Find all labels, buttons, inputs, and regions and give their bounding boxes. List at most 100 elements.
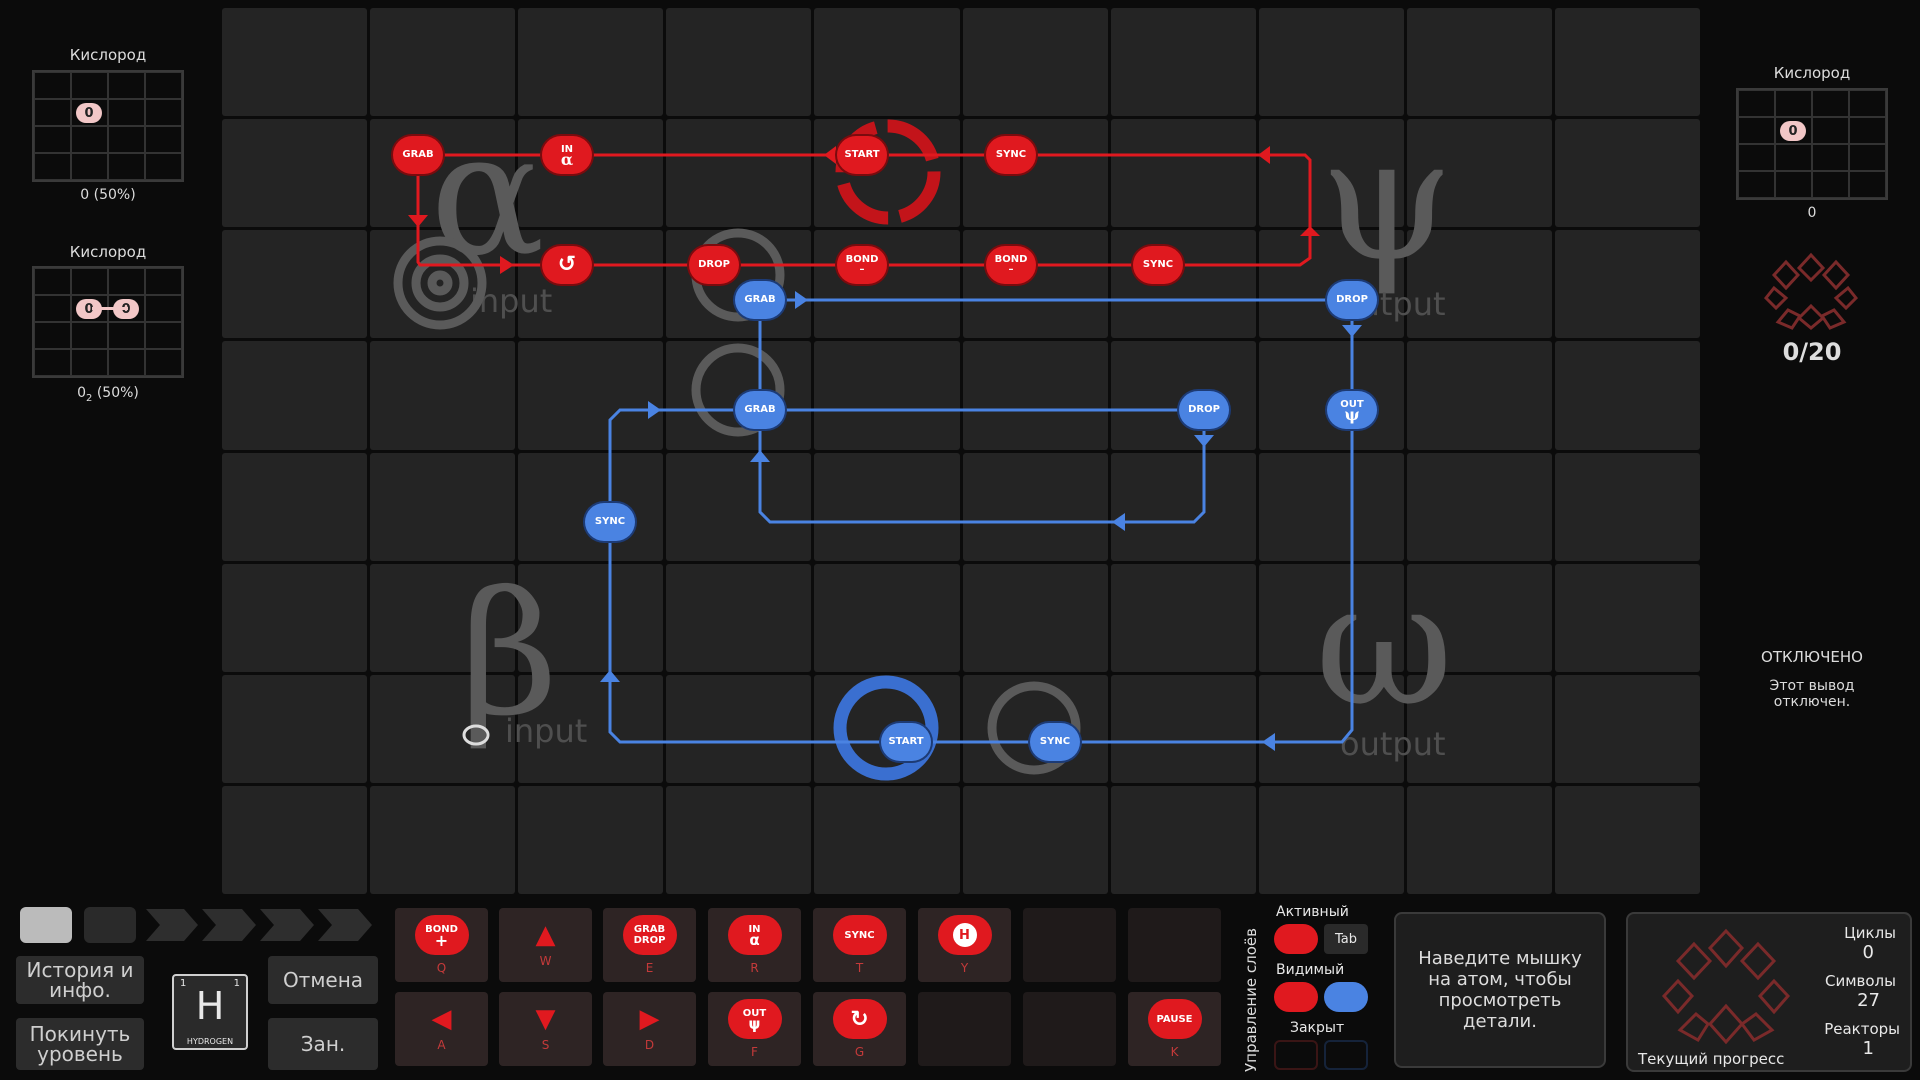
double-bond: [92, 307, 128, 310]
hint-box: Наведите мышку на атом, чтобы просмотрет…: [1394, 912, 1606, 1068]
zone-beta-word: input: [505, 712, 588, 750]
stop-button[interactable]: [20, 907, 72, 943]
input-1-title: Кислород: [69, 46, 147, 64]
layer-visible-label: Видимый: [1276, 962, 1345, 978]
tool-slot-empty-3: [918, 992, 1011, 1066]
layer-active-red[interactable]: [1274, 924, 1318, 954]
layers-title: Управление слоёв: [1242, 928, 1260, 1072]
stats-panel: Циклы 0 Символы 27 Реакторы 1 Текущий пр…: [1626, 912, 1912, 1072]
input-target-rings: [393, 228, 1081, 775]
history-button[interactable]: История и инфо.: [16, 956, 144, 1004]
red-start-node[interactable]: START: [837, 136, 887, 174]
zone-alpha-letter: α: [430, 96, 545, 294]
layer-locked-label: Закрыт: [1290, 1020, 1345, 1036]
layer-tab-key[interactable]: Tab: [1324, 924, 1368, 954]
blue-start-node[interactable]: START: [881, 723, 931, 761]
tool-bond-plus[interactable]: BOND+Q: [395, 908, 488, 982]
red-rotate-node[interactable]: ↺: [542, 246, 592, 284]
input-2-caption: 02 (50%): [77, 385, 139, 404]
zone-psi-letter: ψ: [1320, 101, 1454, 299]
element-name: HYDROGEN: [186, 1037, 234, 1046]
zone-omega-letter: ω: [1315, 546, 1454, 744]
tool-right[interactable]: ▶D: [603, 992, 696, 1066]
layer-visible-blue[interactable]: [1324, 982, 1368, 1012]
tool-left[interactable]: ◀A: [395, 992, 488, 1066]
output-progress: 0/20: [1782, 338, 1842, 366]
blue-grab-node-2[interactable]: GRAB: [735, 391, 785, 429]
oxygen-atom: 0: [76, 103, 102, 123]
reactor-grid[interactable]: [222, 8, 1700, 894]
arrow-left-icon: ◀: [431, 1004, 452, 1034]
tool-down[interactable]: ▼S: [499, 992, 592, 1066]
red-path: [416, 153, 1312, 267]
red-sync-node-2[interactable]: SYNC: [1133, 246, 1183, 284]
oxygen-atom-1: 0: [76, 299, 102, 319]
blue-drop-node-1[interactable]: DROP: [1327, 281, 1377, 319]
cycles-label: Циклы: [1844, 924, 1896, 942]
occupy-button[interactable]: Зан.: [268, 1018, 378, 1070]
layer-active-label: Активный: [1276, 904, 1349, 920]
element-hydrogen-tile[interactable]: 1 1 H HYDROGEN: [172, 974, 248, 1050]
arrow-right-icon: ▶: [639, 1004, 660, 1034]
output-caption: 0: [1807, 205, 1817, 221]
symbols-label: Символы: [1825, 972, 1896, 990]
undo-button[interactable]: Отмена: [268, 956, 378, 1004]
step-button[interactable]: [84, 907, 136, 943]
tool-up[interactable]: ▲W: [499, 908, 592, 982]
blue-sync-node-left[interactable]: SYNC: [585, 503, 635, 541]
arrow-down-icon: ▼: [535, 1004, 556, 1034]
output-progress-icon: [1763, 252, 1859, 330]
tool-rotate[interactable]: ↻G: [813, 992, 906, 1066]
output-oxygen-atom: 0: [1780, 121, 1806, 141]
progress-label: Текущий прогресс: [1638, 1050, 1785, 1068]
element-symbol: H: [195, 984, 225, 1028]
reactors-label: Реакторы: [1824, 1020, 1900, 1038]
red-sync-node[interactable]: SYNC: [986, 136, 1036, 174]
layer-locked-blue[interactable]: [1324, 1040, 1368, 1070]
tool-slot-empty-1: [1023, 908, 1116, 982]
disabled-title: ОТКЛЮЧЕНО: [1761, 648, 1863, 666]
rotate-icon: ↺: [557, 252, 577, 277]
input-1-caption: 0 (50%): [80, 187, 136, 203]
input-2-molecule-grid: 00: [32, 266, 184, 378]
red-arrows: [408, 146, 1320, 274]
zone-beta-letter: β: [460, 556, 559, 754]
blue-arrows: [600, 291, 1362, 751]
output-molecule-grid: 0: [1736, 88, 1888, 200]
pipe-marker: [462, 724, 490, 746]
red-grab-node[interactable]: GRAB: [393, 136, 443, 174]
blue-drop-node-2[interactable]: DROP: [1179, 391, 1229, 429]
red-bond-minus-node-2[interactable]: BOND–: [986, 246, 1036, 284]
red-drop-node[interactable]: DROP: [689, 246, 739, 284]
output-title: Кислород: [1773, 64, 1851, 82]
leave-level-button[interactable]: Покинуть уровень: [16, 1018, 144, 1070]
speed-controls[interactable]: [144, 905, 384, 945]
input-2-title: Кислород: [69, 243, 147, 261]
red-bond-minus-node-1[interactable]: BOND–: [837, 246, 887, 284]
blue-start-ring: [833, 675, 939, 781]
zone-omega-word: output: [1340, 725, 1446, 763]
blue-sync-node-bottom[interactable]: SYNC: [1030, 723, 1080, 761]
disabled-text: Этот вывод отключен.: [1769, 678, 1855, 710]
input-1-molecule-grid: 0: [32, 70, 184, 182]
reactors-value: 1: [1862, 1038, 1874, 1059]
progress-flower-icon: [1661, 928, 1791, 1045]
red-start-ring: [835, 119, 941, 225]
rotate-icon: ↻: [850, 1006, 869, 1032]
layer-visible-red[interactable]: [1274, 982, 1318, 1012]
symbols-value: 27: [1857, 990, 1880, 1011]
layer-locked-red[interactable]: [1274, 1040, 1318, 1070]
blue-grab-node-1[interactable]: GRAB: [735, 281, 785, 319]
arrow-up-icon: ▲: [535, 920, 556, 950]
tool-slot-empty-4: [1023, 992, 1116, 1066]
tool-slot-empty-2: [1128, 908, 1221, 982]
cycles-value: 0: [1862, 942, 1874, 963]
